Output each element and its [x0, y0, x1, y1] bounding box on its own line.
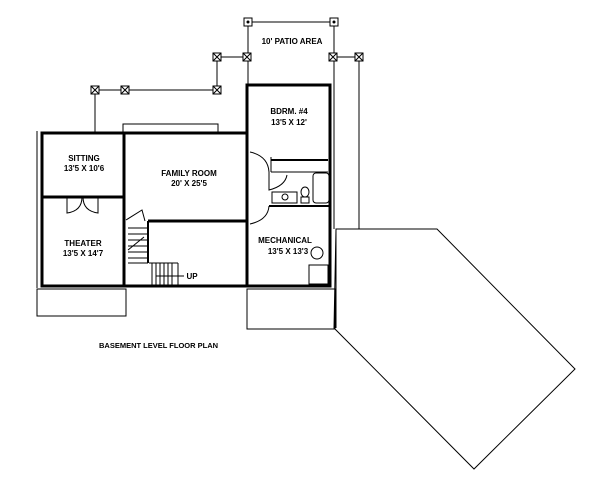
post-icon	[328, 52, 338, 62]
vanity-icon	[271, 191, 298, 204]
walls	[36, 83, 332, 288]
room-size-bedroom-4: 13'5 X 12'	[271, 118, 307, 127]
post-icon	[212, 52, 222, 62]
room-name-theater: THEATER	[64, 239, 101, 248]
sink-icon	[281, 193, 289, 201]
deck-left	[36, 288, 127, 317]
post-icon	[212, 85, 222, 95]
furnace-icon	[308, 264, 329, 285]
bathroom-fixtures	[271, 172, 330, 204]
door-icon	[82, 196, 99, 214]
room-name-mechanical: MECHANICAL	[258, 236, 312, 245]
stairs	[127, 227, 184, 286]
plan-title: BASEMENT LEVEL FLOOR PLAN	[99, 341, 218, 350]
patio-beams	[94, 21, 360, 229]
room-name-bedroom-4: BDRM. #4	[270, 107, 308, 116]
room-size-sitting: 13'5 X 10'6	[64, 164, 105, 173]
post-icon	[243, 17, 253, 27]
door-icon	[268, 172, 288, 191]
door-icon	[249, 205, 270, 225]
door-icon	[249, 151, 270, 173]
post-icon	[329, 17, 339, 27]
toilet-icon	[300, 186, 310, 198]
door-icon	[66, 196, 83, 214]
room-name-sitting: SITTING	[68, 154, 100, 163]
post-icon	[242, 52, 252, 62]
post-icon	[90, 85, 100, 95]
room-size-family-room: 20' X 25'5	[171, 179, 207, 188]
water-heater-icon	[310, 246, 324, 260]
post-icon	[120, 85, 130, 95]
patio-posts	[90, 17, 364, 95]
patio-label: 10' PATIO AREA	[262, 37, 323, 46]
doors	[66, 151, 288, 225]
deck-right	[246, 288, 336, 330]
door-icon	[125, 209, 146, 222]
room-size-theater: 13'5 X 14'7	[63, 249, 104, 258]
stairs-up-label: UP	[186, 272, 198, 281]
bathtub-icon	[312, 172, 330, 204]
room-size-mechanical: 13'5 X 13'3	[268, 247, 309, 256]
post-icon	[354, 52, 364, 62]
garage-outline	[333, 228, 576, 470]
room-name-family-room: FAMILY ROOM	[161, 169, 217, 178]
